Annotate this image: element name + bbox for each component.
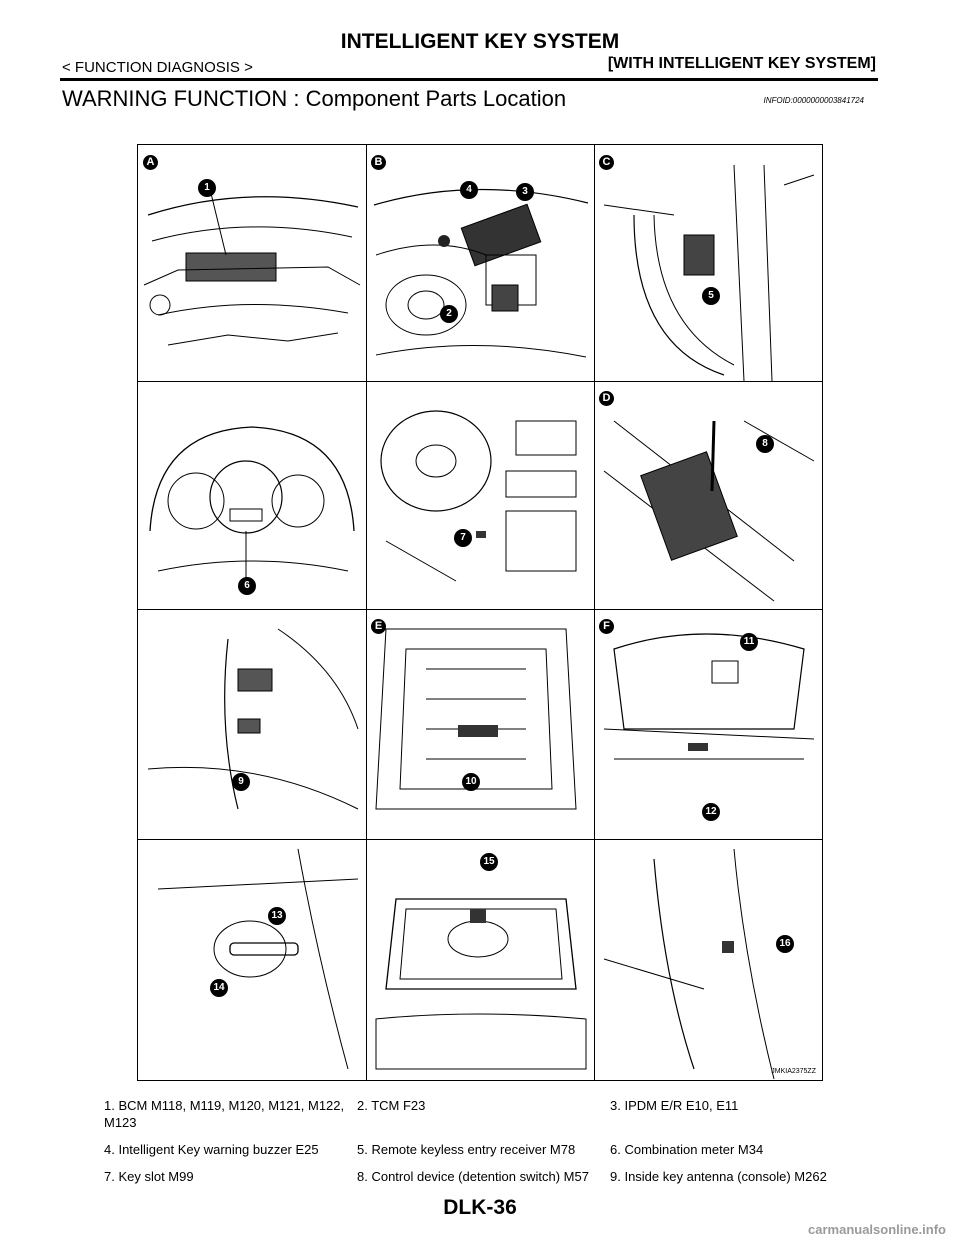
header-title: INTELLIGENT KEY SYSTEM: [340, 30, 620, 53]
callout-9: 9: [232, 773, 250, 791]
panel-door-handle: 13 14: [138, 839, 366, 1082]
header-variant-label: [WITH INTELLIGENT KEY SYSTEM]: [607, 55, 876, 72]
legend-item: 6. Combination meter M34: [610, 1142, 764, 1157]
panel-letter-d: D: [599, 391, 614, 406]
callout-14: 14: [210, 979, 228, 997]
console-antenna-illustration: [147, 628, 359, 810]
grid-divider: [138, 609, 822, 610]
callout-4: 4: [460, 181, 478, 199]
rear-pillar-illustration: [603, 848, 775, 1080]
header-section-label: < FUNCTION DIAGNOSIS >: [62, 59, 253, 76]
legend-item: 7. Key slot M99: [104, 1169, 194, 1184]
component-location-figure: A 1 B 4 3 2 C 5: [137, 144, 823, 1081]
legend-item: 3. IPDM E/R E10, E11: [610, 1098, 739, 1113]
legend-item: 2. TCM F23: [357, 1098, 426, 1113]
callout-3: 3: [516, 183, 534, 201]
figure-code: JMKIA2375ZZ: [771, 1068, 816, 1075]
panel-letter-a: A: [143, 155, 158, 170]
legend-row: 1. BCM M118, M119, M120, M121, M122, M12…: [104, 1097, 864, 1131]
control-device-illustration: [603, 420, 815, 602]
callout-16: 16: [776, 935, 794, 953]
section-title: WARNING FUNCTION : Component Parts Locat…: [62, 86, 567, 111]
combination-meter-illustration: [149, 426, 355, 589]
panel-pillar-receiver: C 5: [594, 145, 822, 381]
callout-5: 5: [702, 287, 720, 305]
legend-item: 5. Remote keyless entry receiver M78: [357, 1142, 576, 1157]
component-legend: 1. BCM M118, M119, M120, M121, M122, M12…: [104, 1097, 864, 1195]
legend-item: 8. Control device (detention switch) M57: [357, 1169, 589, 1184]
panel-combination-meter: 6: [138, 381, 366, 609]
callout-15: 15: [480, 853, 498, 871]
callout-2: 2: [440, 305, 458, 323]
grid-divider: [138, 839, 822, 840]
luggage-room-illustration: [603, 633, 815, 760]
panel-instrument-antenna: E 10: [366, 609, 594, 839]
callout-13: 13: [268, 907, 286, 925]
grid-divider: [366, 145, 367, 1080]
panel-dashboard-bcm: A 1: [138, 145, 366, 381]
callout-8: 8: [756, 435, 774, 453]
legend-row: 7. Key slot M99 8. Control device (deten…: [104, 1168, 864, 1185]
instrument-panel-illustration: [380, 410, 577, 582]
legend-item: 9. Inside key antenna (console) M262: [610, 1169, 827, 1184]
pillar-receiver-illustration: [603, 164, 815, 381]
panel-letter-f: F: [599, 619, 614, 634]
panel-control-device: D 8: [594, 381, 822, 609]
panel-luggage-room: F 11 12: [594, 609, 822, 839]
callout-12: 12: [702, 803, 720, 821]
watermark: carmanualsonline.info: [808, 1222, 946, 1237]
legend-row: 4. Intelligent Key warning buzzer E25 5.…: [104, 1141, 864, 1158]
callout-11: 11: [740, 633, 758, 651]
callout-1: 1: [198, 179, 216, 197]
callout-7: 7: [454, 529, 472, 547]
legend-item: 4. Intelligent Key warning buzzer E25: [104, 1142, 319, 1157]
callout-10: 10: [462, 773, 480, 791]
instrument-antenna-illustration: [375, 628, 577, 810]
legend-item: 1. BCM M118, M119, M120, M121, M122, M12…: [104, 1098, 345, 1130]
panel-instrument-panel: 7: [366, 381, 594, 609]
page-number: DLK-36: [443, 1196, 517, 1219]
panel-letter-e: E: [371, 619, 386, 634]
panel-rear-pillar: 16: [594, 839, 822, 1082]
grid-divider: [138, 381, 822, 382]
grid-divider: [594, 145, 595, 1080]
dashboard-bcm-illustration: [143, 180, 361, 346]
engine-room-illustration: [373, 188, 589, 358]
panel-engine-room: B 4 3 2: [366, 145, 594, 381]
panel-console-antenna: 9: [138, 609, 366, 839]
section-info-id: INFOID:0000000003841724: [763, 96, 864, 105]
panel-letter-c: C: [599, 155, 614, 170]
header-rule: [60, 78, 878, 81]
panel-trunk-lid: 15: [366, 839, 594, 1082]
trunk-lid-illustration: [375, 898, 587, 1070]
door-handle-illustration: [157, 848, 359, 1070]
callout-6: 6: [238, 577, 256, 595]
panel-letter-b: B: [371, 155, 386, 170]
